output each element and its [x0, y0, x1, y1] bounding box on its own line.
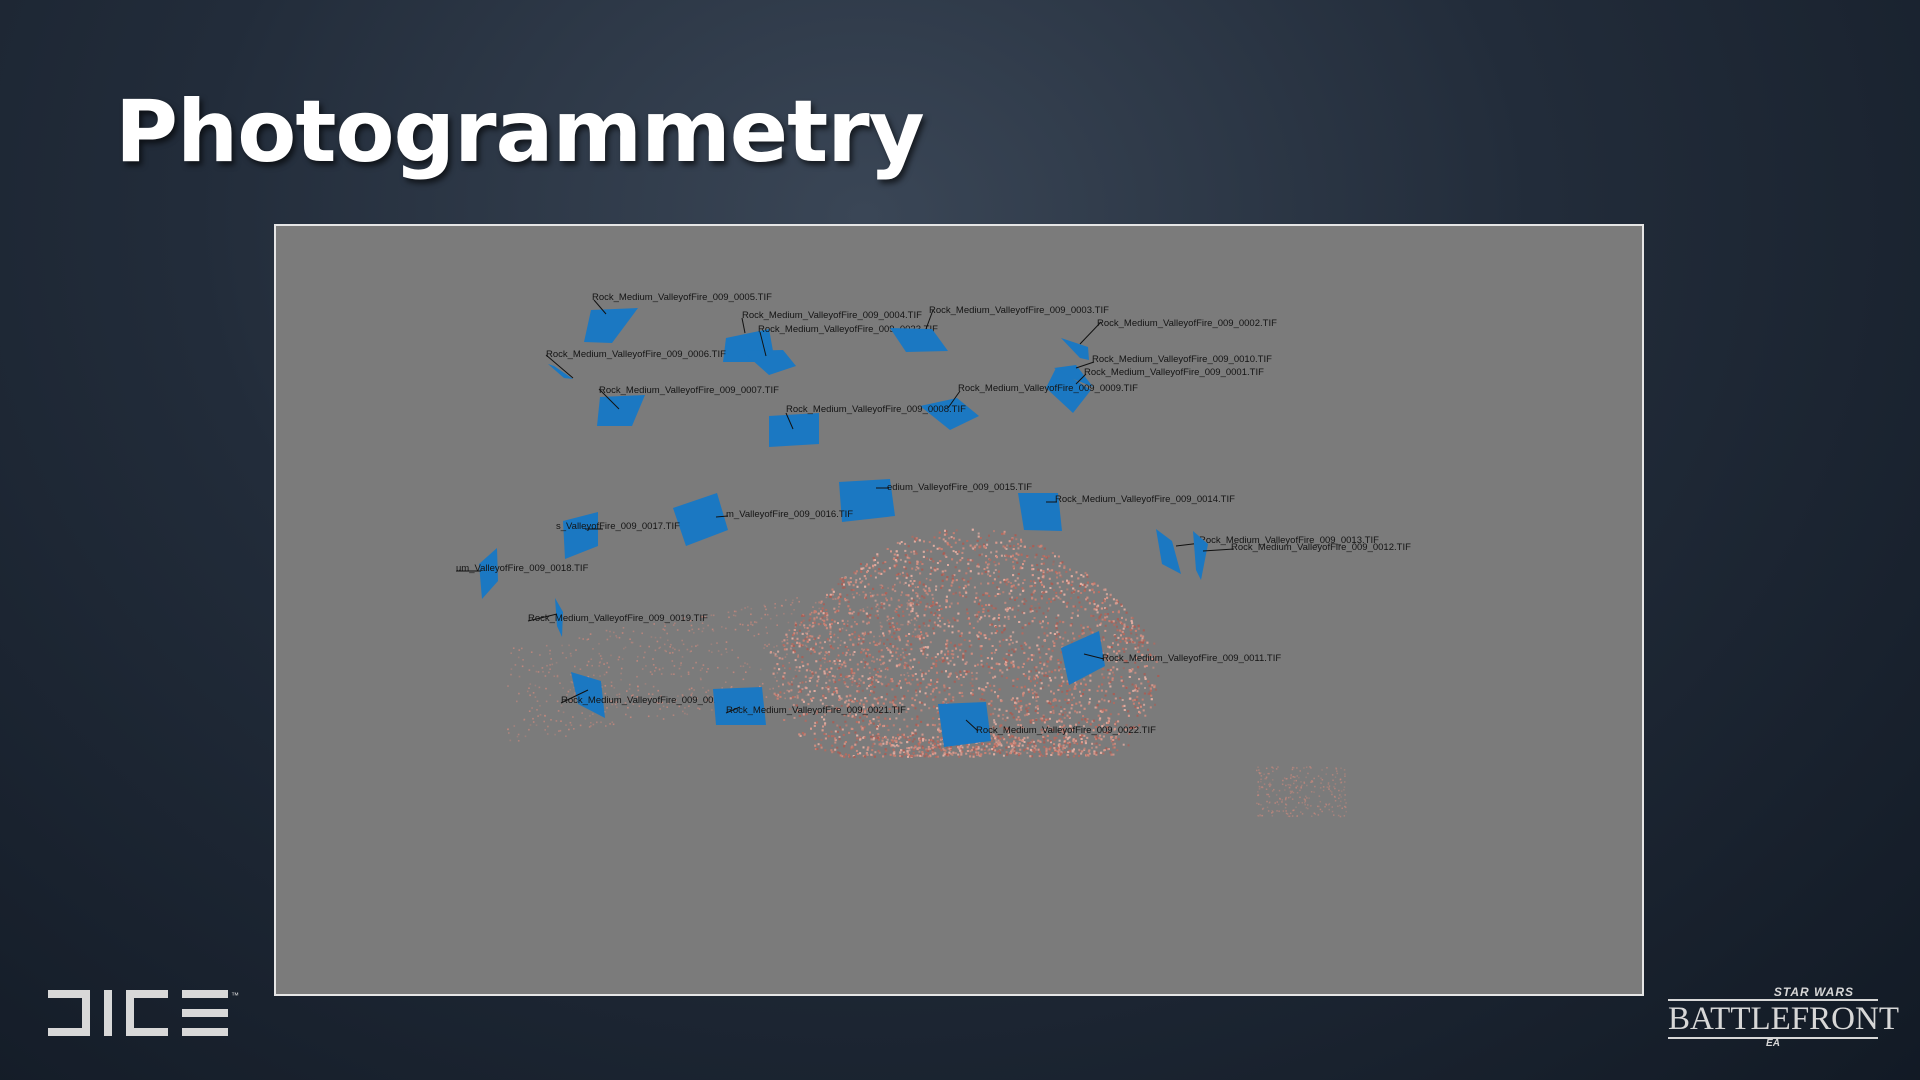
camera-frustum: [555, 598, 563, 637]
camera-frustum: [1046, 368, 1091, 413]
camera-frustum: [563, 512, 598, 559]
camera-label: m_ValleyofFire_009_0016.TIF: [726, 509, 853, 520]
camera-plane: Rock_Medium_ValleyofFire_009_0003.TIF: [890, 305, 1109, 352]
camera-label: Rock_Medium_ValleyofFire_009_0008.TIF: [786, 404, 966, 415]
camera-plane: Rock_Medium_ValleyofFire_009_0021.TIF: [713, 687, 906, 725]
camera-frustum: [713, 687, 766, 725]
camera-frustum: [597, 395, 645, 426]
camera-plane: edium_ValleyofFire_009_0015.TIF: [839, 479, 1032, 522]
camera-label: Rock_Medium_ValleyofFire_009_0006.TIF: [546, 349, 726, 360]
camera-label: Rock_Medium_ValleyofFire_009_0001.TIF: [1084, 367, 1264, 378]
camera-label: Rock_Medium_ValleyofFire_009_0019.TIF: [528, 613, 708, 624]
camera-leader-line: [785, 412, 794, 430]
camera-frustum: [548, 364, 573, 379]
star-wars-wordmark: STAR WARS: [1773, 985, 1854, 999]
viewport-canvas: Rock_Medium_ValleyofFire_009_0005.TIF Roc…: [456, 292, 1411, 818]
camera-label: Rock_Medium_ValleyofFire_009_0022.TIF: [976, 725, 1156, 736]
camera-leader-line: [1083, 653, 1105, 660]
camera-leader-line: [1202, 548, 1235, 552]
camera-label: Rock_Medium_ValleyofFire_009_0023.TIF: [758, 324, 938, 335]
camera-label: Rock_Medium_ValleyofFire_009_0021.TIF: [726, 705, 906, 716]
camera-leader-line: [598, 388, 620, 410]
camera-plane: Rock_Medium_ValleyofFire_009_0006.TIF: [545, 349, 726, 379]
slide-title: Photogrammetry: [115, 82, 925, 182]
camera-frustum: [769, 413, 819, 447]
camera-frustum: [584, 308, 638, 343]
camera-label: Rock_Medium_ValleyofFire_009_0005.TIF: [592, 292, 772, 303]
camera-plane: s_ValleyofFire_009_0017.TIF: [556, 512, 680, 559]
camera-frustum: [1054, 365, 1093, 387]
camera-label: Rock_Medium_ValleyofFire_009_0004.TIF: [742, 310, 922, 321]
camera-plane: Rock_Medium_ValleyofFire_009_0010.TIF: [1054, 354, 1272, 387]
camera-plane: Rock_Medium_ValleyofFire_009_0019.TIF: [527, 598, 708, 637]
camera-frustum: [571, 672, 605, 718]
camera-label: s_ValleyofFire_009_0017.TIF: [556, 521, 680, 532]
camera-frustum: [839, 479, 895, 522]
logo-rule-bottom: [1668, 1037, 1878, 1039]
camera-plane: Rock_Medium_ValleyofFire_009_0005.TIF: [584, 292, 772, 343]
camera-frustum: [1061, 631, 1105, 685]
trademark-mark: ™: [231, 991, 239, 1000]
battlefront-logo: STAR WARS BATTLEFRONT EA: [1668, 985, 1899, 1049]
camera-plane: Rock_Medium_ValleyofFire_009_0012.TIF: [1193, 531, 1411, 580]
camera-leader-line: [947, 390, 961, 409]
camera-leader-line: [965, 719, 979, 732]
battlefront-wordmark: BATTLEFRONT: [1668, 1001, 1899, 1037]
camera-plane: Rock_Medium_ValleyofFire_009_0001.TIF: [1046, 367, 1264, 413]
camera-frustum: [920, 398, 979, 430]
camera-plane: Rock_Medium_ValleyofFire_009_0014.TIF: [1018, 493, 1235, 531]
ea-mark: EA: [1766, 1038, 1780, 1049]
camera-label: Rock_Medium_ValleyofFire_009_0013.TIF: [1199, 535, 1379, 546]
camera-frustum: [673, 493, 728, 546]
camera-layer: Rock_Medium_ValleyofFire_009_0005.TIF Roc…: [456, 292, 1411, 747]
camera-plane: Rock_Medium_ValleyofFire_009_0008.TIF: [769, 404, 966, 447]
camera-plane: Rock_Medium_ValleyofFire_009_0009.TIF: [920, 383, 1138, 430]
camera-plane: Rock_Medium_ValleyofFire_009_0007.TIF: [597, 385, 779, 426]
camera-plane: Rock_Medium_ValleyofFire_009_0011.TIF: [1061, 631, 1281, 685]
camera-frustum: [479, 548, 498, 599]
camera-label: Rock_Medium_ValleyofFire_009_0014.TIF: [1055, 494, 1235, 505]
camera-label: Rock_Medium_ValleyofFire_009_0020.TIF: [561, 695, 741, 706]
camera-label: um_ValleyofFire_009_0018.TIF: [456, 563, 589, 574]
camera-frustum: [1061, 338, 1089, 360]
camera-frustum: [938, 702, 991, 747]
camera-leader-line: [545, 354, 574, 379]
camera-leader-line: [560, 689, 589, 704]
camera-leader-line: [925, 309, 934, 330]
camera-leader-line: [741, 317, 746, 334]
camera-leader-line: [715, 515, 729, 518]
camera-plane: Rock_Medium_ValleyofFire_009_0020.TIF: [560, 672, 741, 718]
camera-leader-line: [1075, 361, 1095, 369]
camera-plane: um_ValleyofFire_009_0018.TIF: [456, 548, 589, 599]
camera-label: Rock_Medium_ValleyofFire_009_0010.TIF: [1092, 354, 1272, 365]
camera-plane: m_ValleyofFire_009_0016.TIF: [673, 493, 853, 546]
point-cloud: [507, 528, 1347, 818]
dice-logo-icon: ™: [48, 990, 239, 1036]
camera-label: Rock_Medium_ValleyofFire_009_0003.TIF: [929, 305, 1109, 316]
camera-frustum: [890, 328, 948, 352]
camera-plane: Rock_Medium_ValleyofFire_009_0023.TIF: [742, 324, 938, 375]
camera-frustum: [1193, 531, 1208, 580]
camera-plane: Rock_Medium_ValleyofFire_009_0022.TIF: [938, 702, 1156, 747]
camera-leader-line: [759, 331, 767, 357]
camera-leader-line: [527, 613, 558, 622]
camera-leader-line: [1079, 321, 1102, 345]
camera-leader-line: [593, 299, 607, 315]
dice-logo: ™: [48, 988, 248, 1044]
photogrammetry-viewport: Rock_Medium_ValleyofFire_009_0005.TIF Roc…: [274, 224, 1644, 996]
camera-label: Rock_Medium_ValleyofFire_009_0007.TIF: [599, 385, 779, 396]
camera-frustum: [1156, 529, 1181, 574]
camera-label: Rock_Medium_ValleyofFire_009_0009.TIF: [958, 383, 1138, 394]
camera-label: Rock_Medium_ValleyofFire_009_0002.TIF: [1097, 318, 1277, 329]
camera-label: edium_ValleyofFire_009_0015.TIF: [887, 482, 1032, 493]
camera-plane: Rock_Medium_ValleyofFire_009_0002.TIF: [1061, 318, 1277, 360]
camera-label: Rock_Medium_ValleyofFire_009_0012.TIF: [1231, 542, 1411, 553]
camera-label: Rock_Medium_ValleyofFire_009_0011.TIF: [1102, 653, 1281, 664]
logo-rule-top: [1668, 999, 1878, 1001]
camera-leader-line: [725, 706, 741, 714]
camera-leader-line: [1075, 373, 1087, 385]
camera-frustum: [742, 350, 796, 375]
